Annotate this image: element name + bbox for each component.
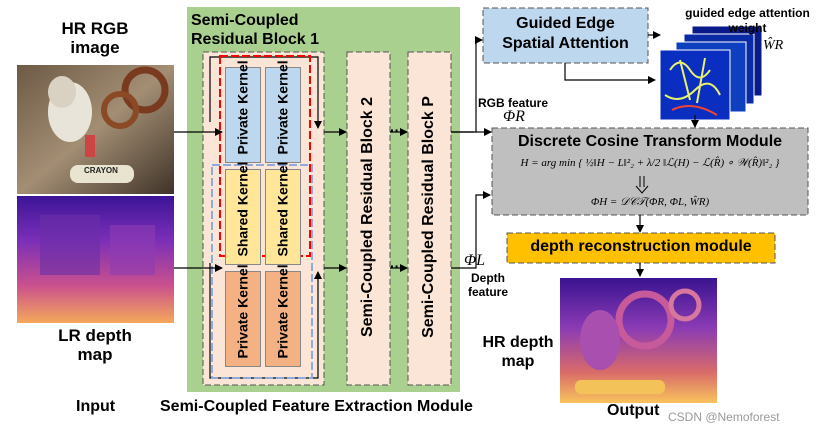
private-kernel-depth-1: Private Kernel — [225, 264, 261, 367]
depth-reconstruction-title: depth reconstruction module — [530, 238, 752, 255]
hr-rgb-label: HR RGB image — [61, 19, 129, 57]
dct-title: Discrete Cosine Transform Module — [517, 133, 783, 150]
private-kernel-rgb-1: Private Kernel — [225, 60, 261, 163]
watermark: CSDN @Nemoforest — [668, 410, 780, 424]
guided-edge-title: Guided Edge Spatial Attention — [502, 15, 629, 52]
attention-weight-symbol: ŴR — [763, 38, 784, 53]
private-kernel-depth-2: Private Kernel — [265, 264, 301, 367]
dct-equation-1: H = arg min { ½‖H − L‖²₂ + λ/2 ‖ℒ(H) − ℒ… — [520, 157, 780, 169]
blockp-label: Semi-Coupled Residual Block P — [420, 96, 437, 338]
blockp-box — [407, 51, 452, 386]
attention-weight-label: guided edge attention weight — [685, 6, 810, 35]
shared-kernel-1: Shared Kernel — [225, 162, 261, 265]
block2-box — [346, 51, 391, 386]
private-kernel-label: Private Kernel — [234, 60, 251, 155]
dct-module-box — [491, 127, 809, 216]
block2-label: Semi-Coupled Residual Block 2 — [359, 96, 376, 338]
ellipsis-bottom: ··· — [390, 258, 404, 274]
ellipsis-top: ··· — [390, 122, 404, 138]
module-caption: Semi-Coupled Feature Extraction Module — [160, 398, 473, 415]
private-kernel-rgb-2: Private Kernel — [265, 60, 301, 163]
crayon-text: CRAYON — [84, 166, 118, 175]
shared-kernel-label: Shared Kernel — [234, 161, 251, 257]
block1-bg — [202, 51, 325, 386]
depth-feature-label: Depth feature — [467, 271, 508, 299]
hr-depth-label: HR depth map — [482, 334, 554, 370]
shared-kernel-label: Shared Kernel — [274, 161, 291, 257]
attention-weight-map — [659, 49, 731, 121]
depth-reconstruction-box — [506, 232, 776, 264]
output-caption: Output — [607, 402, 660, 419]
depth-branch-group — [211, 164, 313, 379]
dct-equation-2: ΦH = 𝒟𝒞𝒯(ΦR, ΦL, ŴR) — [590, 196, 710, 208]
private-kernel-label: Private Kernel — [274, 60, 291, 155]
private-kernel-label: Private Kernel — [274, 264, 291, 359]
rgb-feature-label: RGB feature — [478, 96, 549, 110]
shared-kernel-2: Shared Kernel — [265, 162, 301, 265]
private-kernel-label: Private Kernel — [234, 264, 251, 359]
block1-title: Semi-Coupled Residual Block 1 — [191, 12, 320, 48]
lr-depth-label: LR depth map — [58, 326, 132, 364]
rgb-feature-symbol: ΦR — [503, 108, 525, 125]
input-caption: Input — [76, 398, 116, 415]
depth-feature-symbol: ΦL — [464, 252, 486, 269]
